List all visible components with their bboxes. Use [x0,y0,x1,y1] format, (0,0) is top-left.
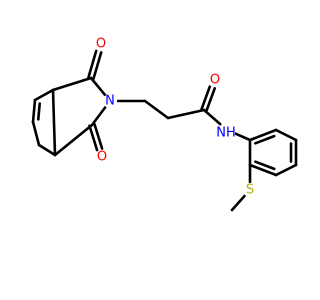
single-bond [274,163,298,177]
double-bond-line [205,87,216,113]
single-bond [53,123,94,157]
atom-o2: O [95,150,109,165]
atom-nh: NH [216,124,236,142]
atom-label-background [95,150,109,164]
atom-label-n1: N [105,94,115,109]
atom-label-nh: NH [216,126,236,141]
single-bond [89,76,107,97]
double-bond-inner-line [254,160,276,171]
atom-n1: N [103,94,117,109]
atom-label-background [103,94,117,108]
double-bond-line [31,98,37,124]
double-bond-line [200,85,212,111]
single-bond [143,99,170,120]
single-bond [37,143,57,157]
double-bond-inner-line [254,134,276,145]
single-bond [90,106,107,127]
double-bond-line [93,122,104,150]
single-bond [51,88,57,157]
double-bond-line [92,51,103,80]
single-bond [274,128,298,142]
bond-layer [31,49,298,212]
double-bond-inner-line [36,102,42,121]
atom-label-o1: O [96,37,106,52]
single-bond [31,120,41,147]
atom-label-background [208,73,222,87]
double-bond-line [248,163,278,177]
atom-o1: O [94,37,108,52]
single-bond [202,108,222,126]
atom-label-background [243,183,257,197]
atom-label-o2: O [97,150,107,165]
single-bond [33,88,55,102]
double-bond-line [248,128,278,142]
double-bond-line [87,49,98,79]
single-bond [230,194,246,212]
single-bond [51,76,93,92]
atom-label-background [217,124,235,142]
atom-o3: O [208,73,222,88]
single-bond [234,132,252,142]
double-bond-line [88,124,99,152]
atom-label-s1: S [246,183,254,198]
atom-label-background [94,37,108,51]
atom-label-o3: O [210,73,220,88]
atom-label-layer: O O N O NH S [94,37,257,198]
atom-s1: S [243,183,257,198]
single-bond [166,108,206,120]
molecule-diagram: O O N O NH S [31,37,298,212]
